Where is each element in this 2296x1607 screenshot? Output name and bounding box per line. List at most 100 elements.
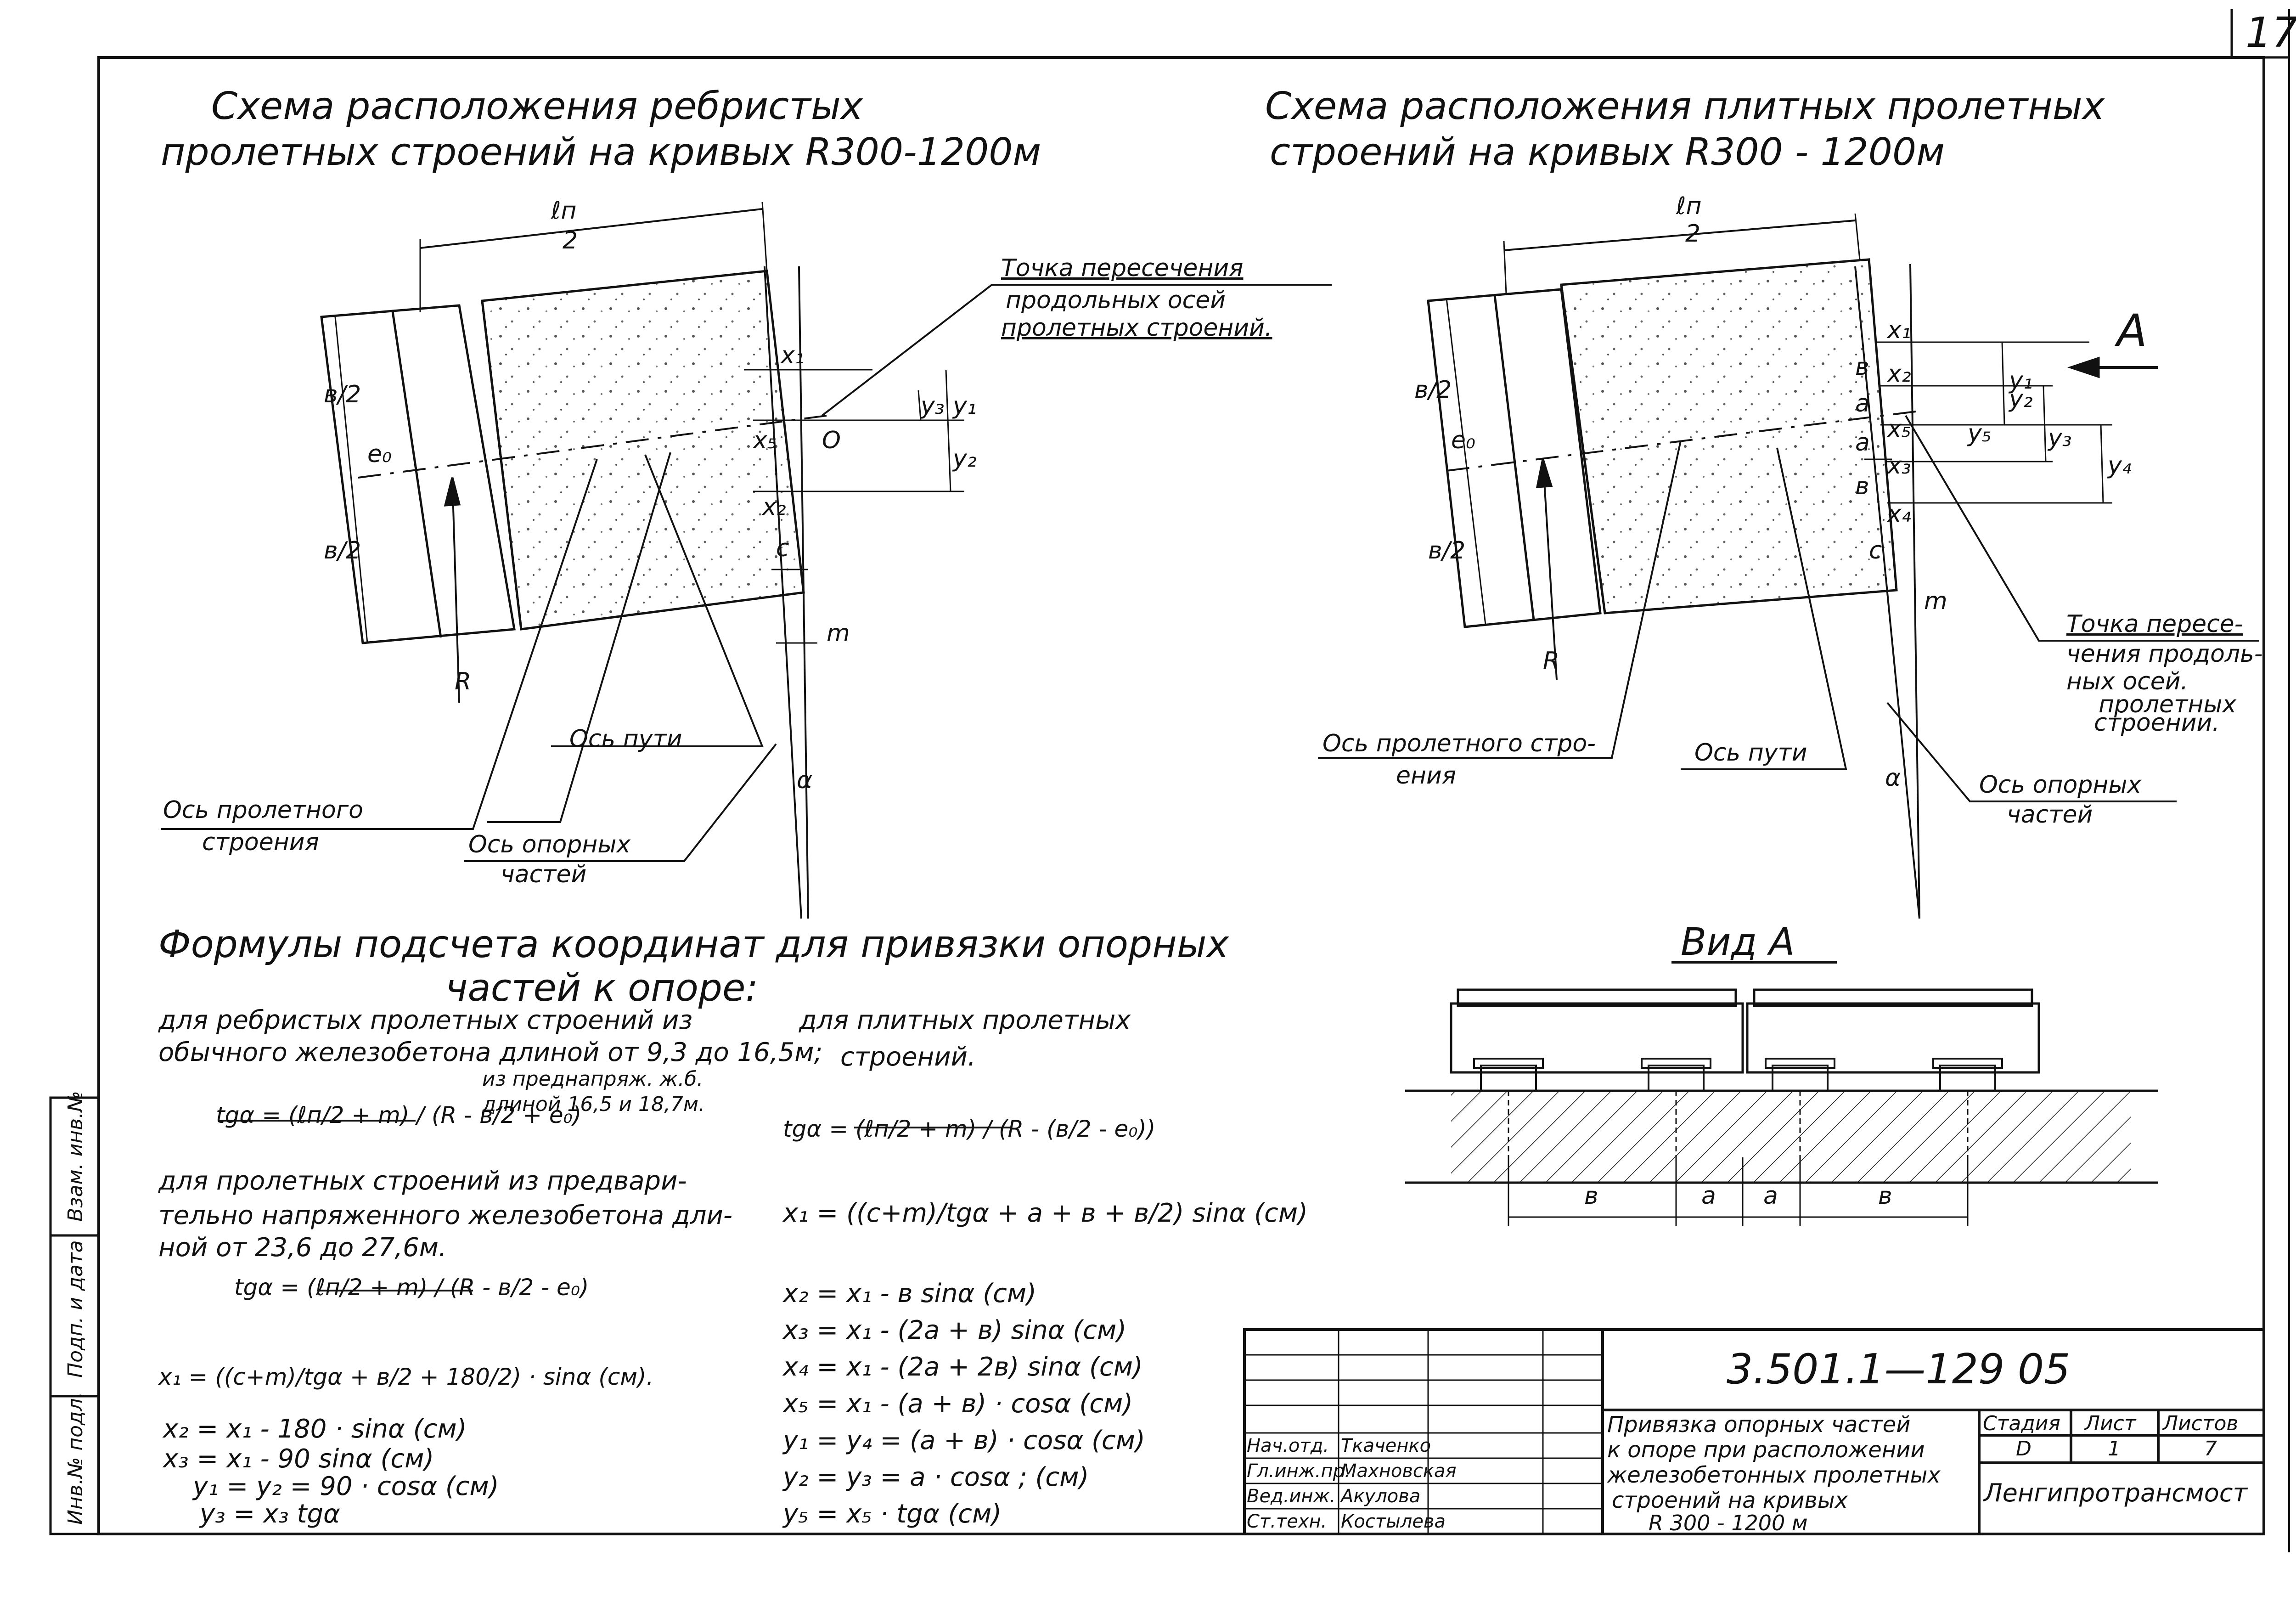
name-3: Акулова [1341, 1486, 1421, 1507]
role-1: Нач.отд. [1247, 1435, 1329, 1456]
organization: Ленгипротрансмост [1984, 1478, 2247, 1507]
right-scheme-title-2: строений на кривых R300 - 1200м [1270, 130, 1945, 174]
slab-intro-2: строений. [840, 1042, 976, 1072]
left-dim-b2b: в/2 [324, 537, 361, 564]
prestressed-intro-1: для пролетных строений из предвари- [158, 1166, 687, 1196]
left-scheme-title-2: пролетных строений на кривых R300-1200м [161, 130, 1041, 174]
role-3: Вед.инж. [1247, 1486, 1336, 1507]
ribbed-intro-4: длиной 16,5 и 18,7м. [482, 1093, 705, 1116]
right-dim-b2a: в/2 [1414, 376, 1452, 404]
left-callout-point-3: пролетных строений. [1001, 314, 1272, 342]
right-callout-point-2: чения продоль- [2066, 640, 2263, 668]
left-dim-c: с [776, 535, 789, 562]
right-axis-span-2: ения [1396, 762, 1457, 789]
left-axis-bearings-2: частей [501, 861, 587, 888]
role-4: Ст.техн. [1247, 1511, 1327, 1532]
right-dim-y3: y₃ [2048, 424, 2072, 452]
prestressed-y12: y₁ = y₂ = 90 · cosα (см) [193, 1472, 499, 1501]
prestressed-intro-2: тельно напряженного железобетона дли- [158, 1201, 733, 1230]
sheet-value: 1 [2108, 1437, 2121, 1460]
right-lp-bottom: 2 [1685, 220, 1701, 248]
slab-x3: x₃ = x₁ - (2a + в) sinα (см) [783, 1315, 1127, 1345]
right-dim-b2b: в/2 [1428, 537, 1466, 564]
prestressed-x1: x₁ = ((c+m)/tgα + в/2 + 180/2) · sinα (с… [158, 1364, 654, 1390]
slab-x4: x₄ = x₁ - (2a + 2в) sinα (см) [783, 1352, 1143, 1382]
prestressed-y3: y₃ = x₃ tgα [200, 1499, 340, 1529]
sheet-frame [97, 9, 2290, 1552]
right-axis-bearings-2: частей [2007, 801, 2093, 829]
right-axis-span-1: Ось пролетного стро- [1322, 730, 1596, 757]
left-axis-span-1: Ось пролетного [163, 796, 363, 824]
left-axis-span-2: строения [202, 829, 319, 856]
left-dim-x2: x₂ [762, 493, 786, 521]
right-scheme-lines [1318, 213, 2259, 919]
formulas-heading-2: частей к опоре: [445, 966, 759, 1010]
left-dim-y3: y₃ [921, 392, 945, 420]
view-a-dim-b1: в [1584, 1182, 1598, 1210]
left-lp-top: ℓп [551, 197, 577, 225]
left-dim-alpha: α [797, 767, 813, 794]
right-dim-r: R [1543, 647, 1560, 675]
sheet-label: Лист [2085, 1412, 2136, 1435]
title-line-1: Привязка опорных частей [1607, 1412, 1911, 1438]
stage-value: D [2016, 1437, 2032, 1460]
prestressed-intro-3: ной от 23,6 до 27,6м. [158, 1233, 447, 1263]
right-dim-b1: в [1855, 353, 1869, 381]
ribbed-intro-1: для ребристых пролетных строений из [158, 1005, 693, 1035]
left-dim-y2: y₂ [953, 445, 977, 473]
side-stamp-lines [49, 1096, 100, 1535]
title-block-lines [1243, 1328, 2265, 1535]
title-line-3: железобетонных пролетных [1607, 1462, 1941, 1488]
name-1: Ткаченко [1341, 1435, 1431, 1456]
right-arrow-a: A [2117, 305, 2147, 356]
left-lp-bottom: 2 [563, 227, 578, 254]
slab-y14: y₁ = y₄ = (a + в) · cosα (см) [783, 1426, 1145, 1455]
title-line-2: к опоре при расположении [1607, 1437, 1925, 1463]
slab-x5: x₅ = x₁ - (a + в) · cosα (см) [783, 1389, 1133, 1419]
ribbed-intro-3: из преднапряж. ж.б. [482, 1067, 703, 1091]
right-dim-alpha: α [1885, 764, 1901, 792]
left-dim-e0: e₀ [367, 440, 392, 468]
left-dim-b2a: в/2 [324, 381, 361, 408]
right-dim-x1: x₁ [1887, 316, 1911, 344]
prestressed-tg: tgα = (ℓп/2 + m) / (R - в/2 - e₀) [234, 1274, 589, 1301]
left-dim-r: R [455, 668, 472, 695]
right-callout-point-5: строении. [2094, 709, 2220, 737]
view-a-lines [1405, 961, 2158, 1226]
right-dim-y4: y₄ [2108, 452, 2132, 479]
left-axis-track: Ось пути [569, 725, 682, 753]
left-dim-o: О [822, 427, 841, 454]
right-scheme-title-1: Схема расположения плитных пролетных [1265, 85, 2105, 128]
slab-x2: x₂ = x₁ - в sinα (см) [783, 1279, 1036, 1308]
role-2: Гл.инж.пр. [1247, 1460, 1351, 1482]
left-callout-point-2: продольных осей [1006, 287, 1226, 314]
right-dim-x3: x₃ [1887, 452, 1911, 479]
right-dim-x5: x₅ [1887, 415, 1911, 443]
slab-x1: x₁ = ((c+m)/tgα + a + в + в/2) sinα (см) [783, 1198, 1308, 1228]
left-axis-bearings-1: Ось опорных [468, 831, 631, 858]
right-dim-e0: e₀ [1451, 427, 1475, 454]
right-dim-x4: x₄ [1887, 500, 1911, 528]
view-a-dim-a1: а [1701, 1182, 1716, 1210]
prestressed-x3: x₃ = x₁ - 90 sinα (см) [163, 1444, 434, 1474]
formulas-heading-1: Формулы подсчета координат для привязки … [158, 923, 1229, 966]
slab-intro-1: для плитных пролетных [799, 1005, 1131, 1035]
right-dim-y1: y₁ [2009, 367, 2033, 395]
right-dim-m: m [1924, 587, 1947, 615]
left-dim-y1: y₁ [953, 392, 977, 420]
right-dim-c: с [1869, 537, 1882, 564]
sheet-number: 17 [2245, 9, 2296, 57]
ribbed-intro-2: обычного железобетона длиной от 9,3 до 1… [158, 1038, 823, 1067]
left-dim-m: m [827, 620, 850, 647]
slab-tg: tgα = (ℓп/2 + m) / (R - (в/2 - e₀)) [783, 1116, 1156, 1142]
right-dim-a2: а [1855, 429, 1870, 457]
right-callout-point-4: пролетных [2099, 691, 2237, 718]
right-callout-point-1: Точка пересе- [2066, 610, 2243, 638]
side-stamp-vzam-inv: Взам. инв.№ [64, 1091, 87, 1222]
side-stamp-podp-data: Подп. и дата [64, 1240, 87, 1378]
ribbed-tg: tgα = (ℓп/2 + m) / (R - в/2 + e₀) [216, 1102, 582, 1128]
sheets-label: Листов [2163, 1412, 2239, 1435]
right-dim-y2: y₂ [2009, 385, 2033, 413]
prestressed-x2: x₂ = x₁ - 180 · sinα (см) [163, 1414, 467, 1444]
